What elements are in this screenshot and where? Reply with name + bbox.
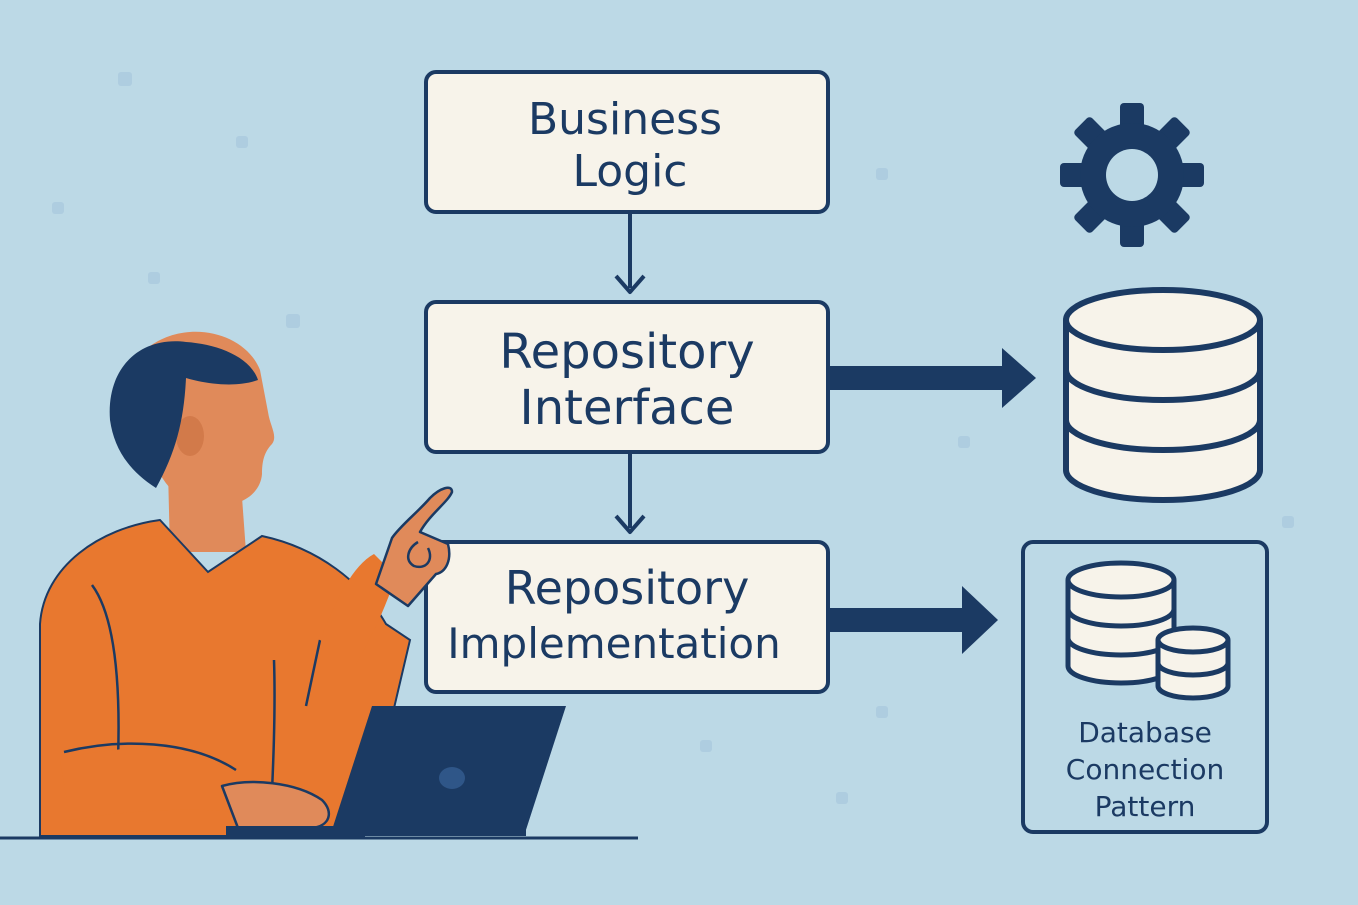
database-pattern-icon: [1065, 560, 1231, 701]
person-illustration: [39, 331, 454, 837]
arrow-implementation-to-pattern: [828, 608, 970, 632]
database-connection-pattern-panel: Database Connection Pattern: [1021, 540, 1269, 834]
repository-implementation-box: Repository Implementation: [424, 540, 830, 694]
repository-interface-label-line1: Repository: [499, 324, 754, 380]
repository-implementation-label-line2: Implementation: [447, 619, 781, 668]
vertical-arrows: [614, 214, 646, 534]
repository-implementation-label-line1: Repository: [505, 561, 750, 615]
gear-icon: [1060, 103, 1204, 247]
business-logic-label-line2: Logic: [572, 146, 687, 197]
repository-interface-label-line2: Interface: [520, 380, 735, 436]
repository-interface-box: Repository Interface: [424, 300, 830, 454]
laptop-icon: [226, 706, 566, 836]
db-pattern-label-line1: Database: [1078, 716, 1212, 749]
horizontal-arrows: [828, 348, 1036, 654]
database-icon: [1063, 287, 1263, 503]
business-logic-box: Business Logic: [424, 70, 830, 214]
db-pattern-label-line2: Connection: [1066, 753, 1224, 786]
db-pattern-label-line3: Pattern: [1095, 790, 1196, 823]
arrow-interface-to-database: [828, 366, 1008, 390]
background-speckles: [52, 72, 1294, 804]
business-logic-label-line1: Business: [528, 94, 722, 145]
